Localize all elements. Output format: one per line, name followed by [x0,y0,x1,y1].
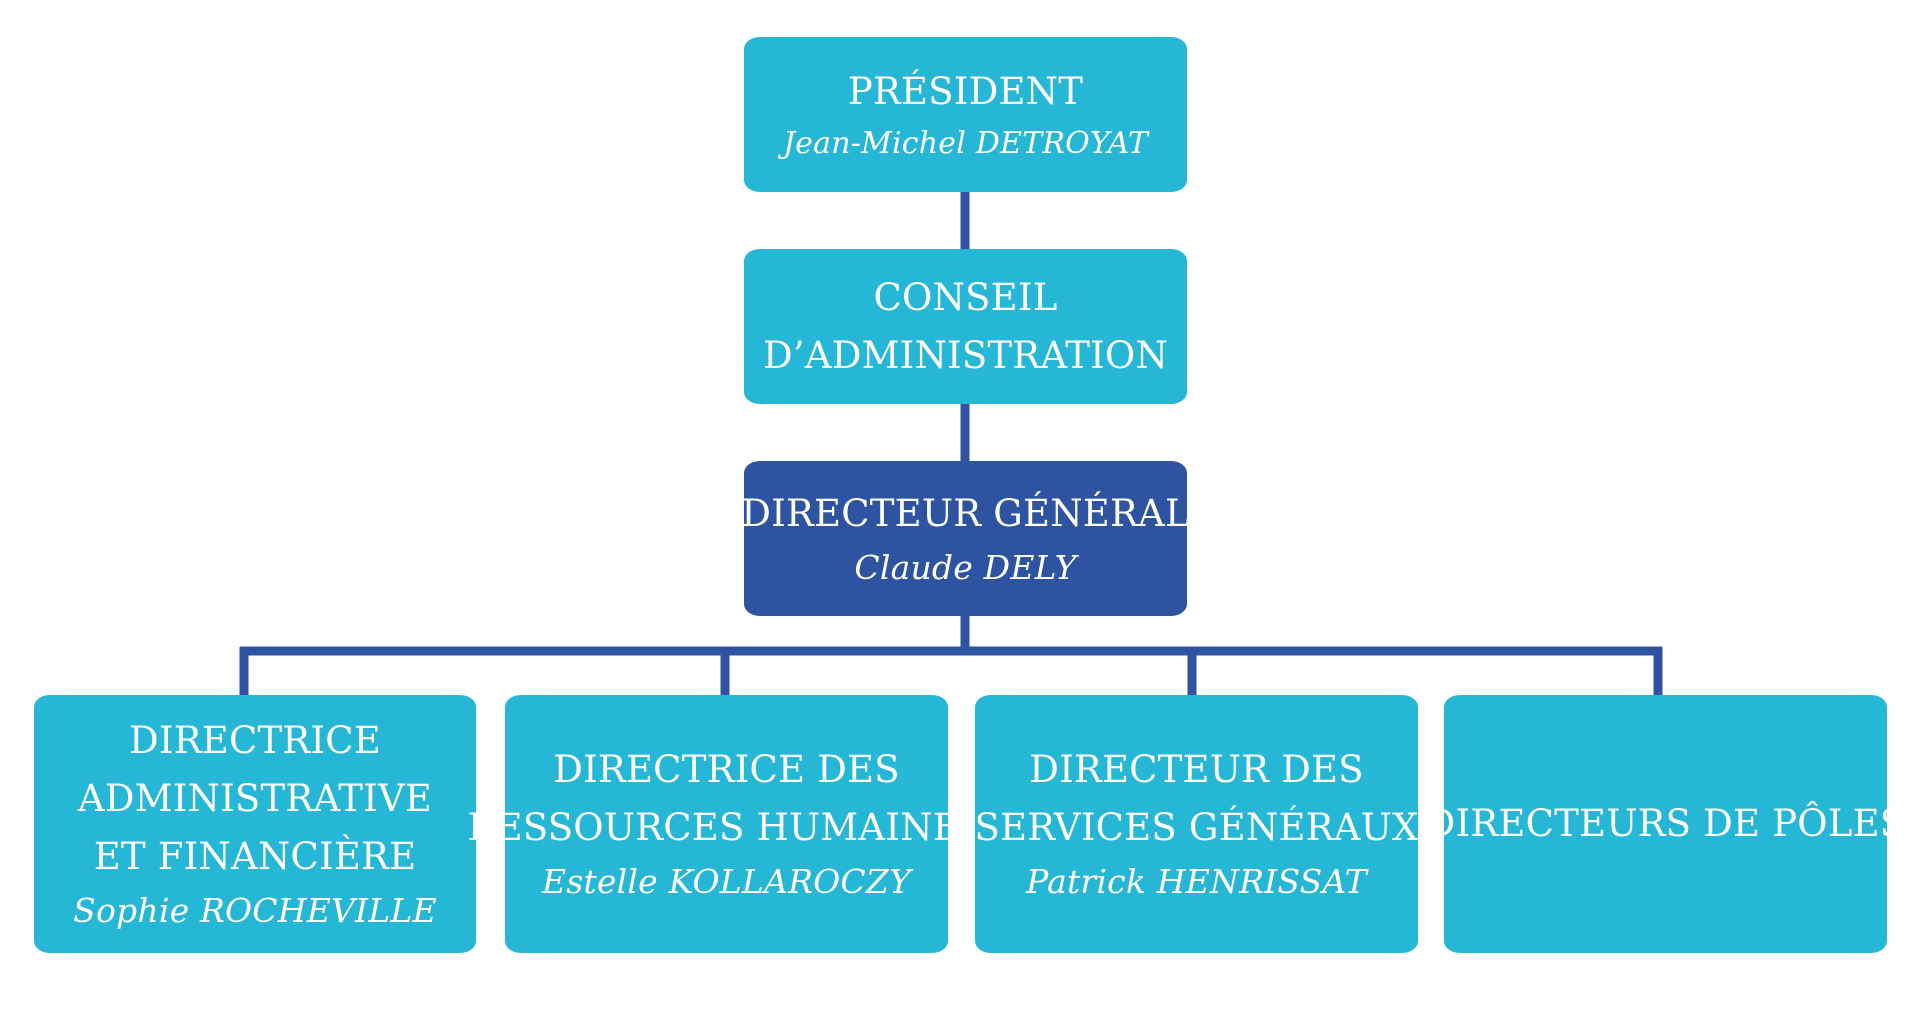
conseil-title-line2: D’ADMINISTRATION [762,333,1169,377]
dsg-title-line2: SERVICES GÉNÉRAUX [974,806,1419,849]
daf-name: Sophie ROCHEVILLE [73,891,437,930]
conseil-administration-box: CONSEIL D’ADMINISTRATION [744,249,1187,404]
conseil-title-line1: CONSEIL [873,275,1058,319]
directeur-services-generaux-box: DIRECTEUR DES SERVICES GÉNÉRAUX Patrick … [974,695,1419,953]
drh-title-line2: RESSOURCES HUMAINES [467,806,986,849]
president-box: PRÉSIDENT Jean-Michel DETROYAT [744,37,1187,192]
drh-title-line1: DIRECTRICE DES [553,748,900,791]
drh-name: Estelle KOLLAROCZY [542,862,911,901]
poles-title-line1: DIRECTEURS DE PÔLES [1425,802,1906,845]
daf-title-line1: DIRECTRICE [129,719,381,762]
president-title: PRÉSIDENT [847,69,1084,113]
daf-title-line2: ADMINISTRATIVE [77,777,433,820]
directrice-ressources-humaines-box: DIRECTRICE DES RESSOURCES HUMAINES Estel… [468,695,985,953]
dsg-name: Patrick HENRISSAT [1026,862,1367,901]
president-name: Jean-Michel DETROYAT [782,125,1149,161]
directeur-general-name: Claude DELY [854,547,1077,587]
daf-title-line3: ET FINANCIÈRE [93,835,417,878]
directeur-general-box: DIRECTEUR GÉNÉRAL Claude DELY [741,461,1190,616]
dsg-title-line1: DIRECTEUR DES [1029,748,1364,791]
directrice-administrative-financiere-box: DIRECTRICE ADMINISTRATIVE ET FINANCIÈRE … [34,695,476,953]
directeur-general-title: DIRECTEUR GÉNÉRAL [741,491,1190,535]
directeurs-de-poles-box: DIRECTEURS DE PÔLES [1426,695,1905,953]
